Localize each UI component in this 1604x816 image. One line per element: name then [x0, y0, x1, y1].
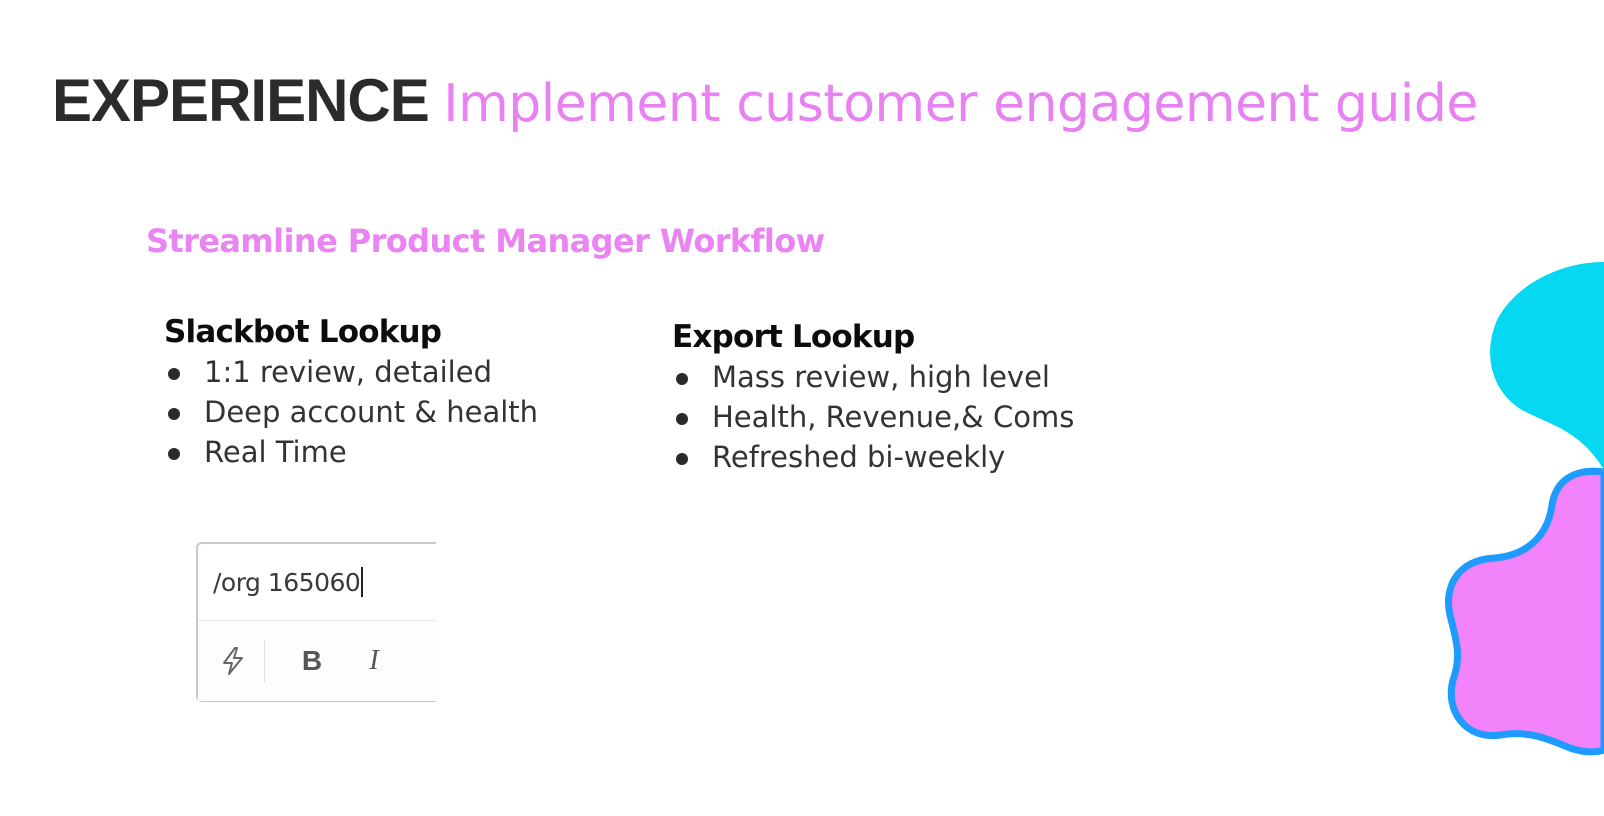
pink-blob-shape: [1445, 467, 1604, 756]
bullet-item: Real Time: [164, 432, 538, 472]
column-heading: Slackbot Lookup: [164, 314, 442, 350]
bullet-item: 1:1 review, detailed: [164, 352, 538, 392]
bullet-item: Mass review, high level: [672, 357, 1074, 397]
cyan-blob-shape: [1490, 262, 1604, 470]
slide-title: EXPERIENCE Implement customer engagement…: [52, 66, 1478, 135]
export-lookup-column: Export Lookup Mass review, high level He…: [672, 317, 1074, 477]
title-light: Implement customer engagement guide: [443, 74, 1478, 134]
title-strong: EXPERIENCE: [52, 67, 430, 134]
bullet-item: Deep account & health: [164, 392, 538, 432]
text-caret: [361, 567, 364, 597]
message-input-value: /org 165060: [213, 567, 361, 597]
bullet-list: Mass review, high level Health, Revenue,…: [672, 357, 1074, 477]
bullet-item: Health, Revenue,& Coms: [672, 397, 1074, 437]
bold-button[interactable]: B: [301, 645, 323, 676]
lightning-icon[interactable]: [220, 646, 246, 676]
italic-button[interactable]: I: [369, 645, 379, 676]
slide-subtitle: Streamline Product Manager Workflow: [146, 222, 825, 260]
bullet-item: Refreshed bi-weekly: [672, 437, 1074, 477]
toolbar-divider: [264, 640, 265, 682]
column-heading: Export Lookup: [672, 319, 915, 355]
formatting-toolbar: B I: [198, 621, 436, 701]
slackbot-lookup-column: Slackbot Lookup 1:1 review, detailed Dee…: [164, 312, 538, 472]
message-input[interactable]: /org 165060: [198, 544, 436, 621]
slack-message-composer: /org 165060 B I: [196, 542, 436, 702]
bullet-list: 1:1 review, detailed Deep account & heal…: [164, 352, 538, 472]
